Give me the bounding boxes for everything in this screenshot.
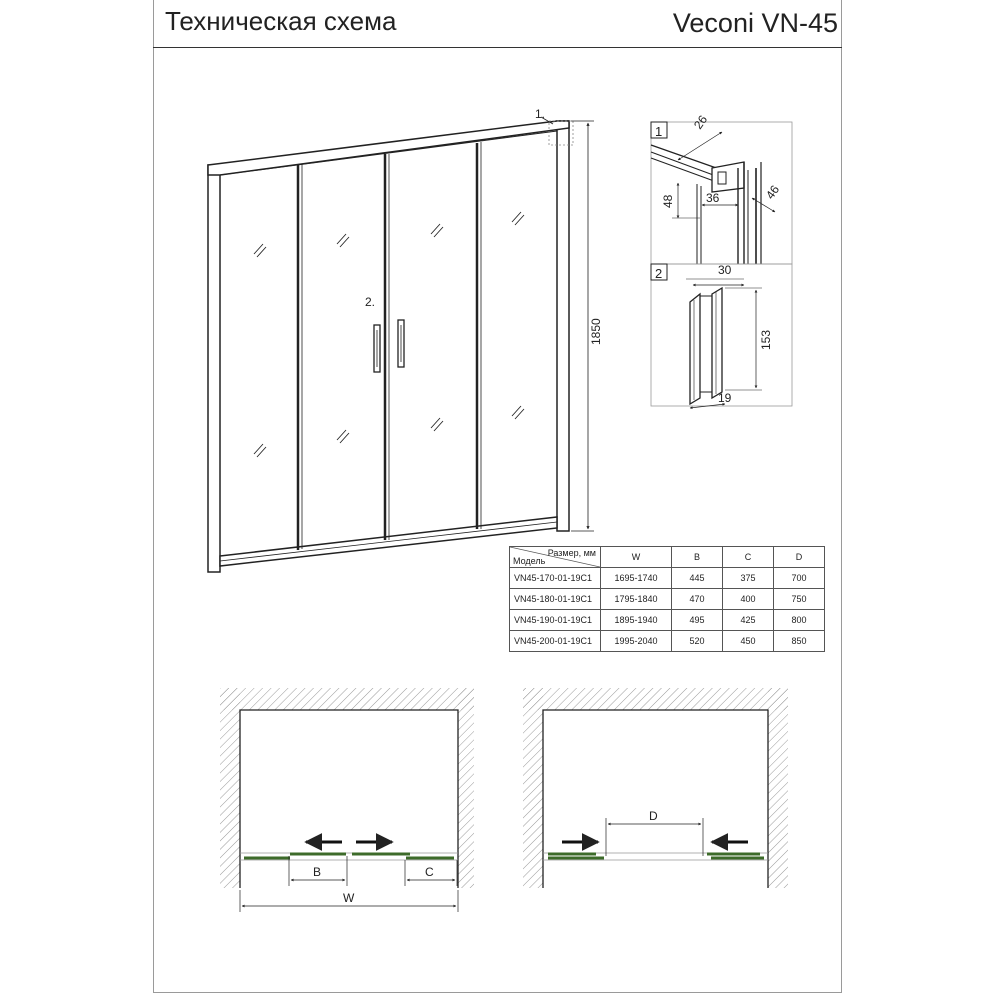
table-row: VN45-170-01-19C1 1695-1740 445 375 700 — [509, 567, 825, 589]
drawing-frame — [153, 0, 842, 993]
plan-left-label-b: B — [313, 865, 321, 879]
detail-2-drawing — [650, 263, 793, 410]
detail-1-marker: 1. — [535, 107, 545, 121]
col-header-d: D — [773, 546, 825, 568]
row-w: 1995-2040 — [600, 630, 672, 652]
row-w: 1795-1840 — [600, 588, 672, 610]
row-model: VN45-190-01-19C1 — [509, 609, 601, 631]
row-c: 400 — [722, 588, 774, 610]
detail-2-dim-c: 19 — [718, 391, 732, 405]
model-name: Veconi VN-45 — [672, 8, 838, 38]
front-view-door — [207, 116, 594, 573]
plan-right-label-d: D — [649, 809, 658, 823]
col-header-c: C — [722, 546, 774, 568]
plan-left-label-w: W — [343, 891, 355, 905]
height-dimension: 1850 — [589, 318, 603, 345]
row-c: 450 — [722, 630, 774, 652]
detail-2-dim-b: 153 — [759, 330, 773, 350]
row-d: 850 — [773, 630, 825, 652]
table-row: VN45-190-01-19C1 1895-1940 495 425 800 — [509, 609, 825, 631]
spec-table-corner: Размер, мм Модель — [509, 546, 601, 568]
spec-table: Размер, мм Модель W B C D VN45-170-01-19… — [509, 546, 825, 652]
col-header-b: B — [671, 546, 723, 568]
detail-1-dim-a: 26 — [691, 112, 710, 131]
row-b: 520 — [671, 630, 723, 652]
row-b: 445 — [671, 567, 723, 589]
row-d: 750 — [773, 588, 825, 610]
detail-2-marker: 2. — [365, 295, 375, 309]
spec-table-header-row: Размер, мм Модель W B C D — [509, 546, 825, 568]
col-header-w: W — [600, 546, 672, 568]
corner-model-label: Модель — [513, 556, 546, 566]
detail-2-dim-a: 30 — [718, 263, 732, 277]
detail-1-dim-d: 46 — [763, 182, 782, 201]
plan-left — [220, 688, 474, 912]
row-model: VN45-180-01-19C1 — [509, 588, 601, 610]
table-row: VN45-180-01-19C1 1795-1840 470 400 750 — [509, 588, 825, 610]
plan-right — [523, 688, 788, 888]
row-c: 375 — [722, 567, 774, 589]
row-w: 1895-1940 — [600, 609, 672, 631]
row-model: VN45-170-01-19C1 — [509, 567, 601, 589]
detail-1-dim-c: 36 — [706, 191, 720, 205]
glass-reflection-marks — [253, 211, 525, 458]
row-c: 425 — [722, 609, 774, 631]
detail-2-number: 2 — [655, 266, 662, 281]
corner-size-label: Размер, мм — [547, 548, 596, 558]
row-d: 700 — [773, 567, 825, 589]
detail-1-dim-b: 48 — [661, 194, 675, 208]
page-title: Техническая схема — [165, 6, 397, 36]
row-d: 800 — [773, 609, 825, 631]
row-b: 470 — [671, 588, 723, 610]
table-row: VN45-200-01-19C1 1995-2040 520 450 850 — [509, 630, 825, 652]
plan-left-label-c: C — [425, 865, 434, 879]
row-b: 495 — [671, 609, 723, 631]
row-w: 1695-1740 — [600, 567, 672, 589]
detail-1-number: 1 — [655, 124, 662, 139]
detail-1-drawing — [650, 121, 793, 265]
header-bar — [153, 0, 842, 48]
row-model: VN45-200-01-19C1 — [509, 630, 601, 652]
corner-diagonal — [510, 547, 600, 567]
